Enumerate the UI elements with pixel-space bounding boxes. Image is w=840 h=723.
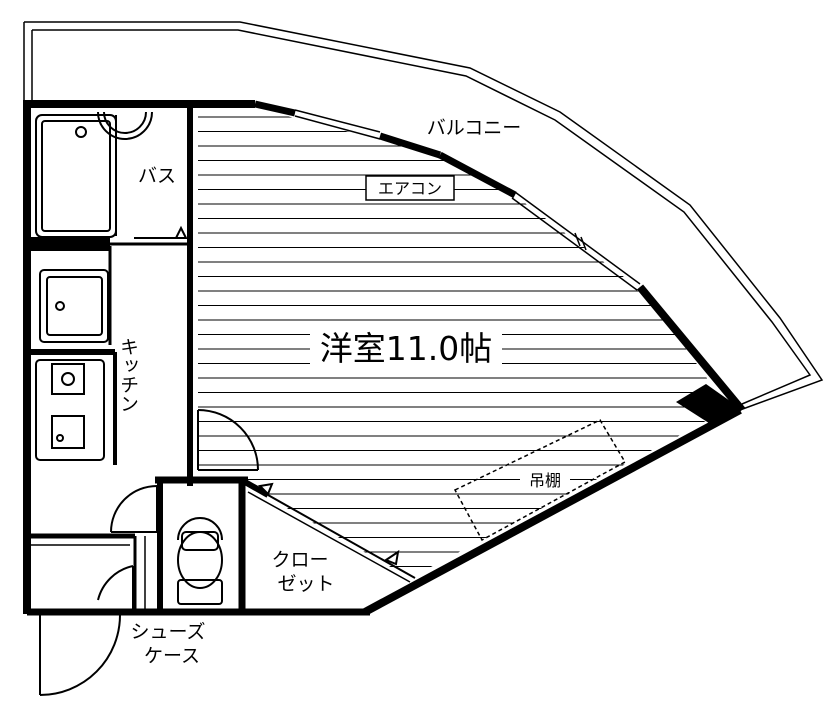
balcony	[23, 21, 824, 411]
windows	[294, 109, 641, 291]
interior-walls	[27, 104, 416, 612]
bathtub	[35, 111, 188, 239]
hanging-shelf-label: 吊棚	[529, 471, 561, 490]
kitchen-counter	[35, 359, 105, 461]
shoes-case-label-line2: ケース	[144, 645, 200, 667]
aircon-box	[365, 175, 455, 201]
pillar	[676, 384, 740, 425]
bath-label: バス	[138, 165, 176, 187]
balcony-outer-rail	[24, 21, 824, 411]
main-room-label: 洋室11.0帖	[320, 329, 492, 368]
balcony-inner-rail	[32, 29, 812, 405]
outer-walls	[23, 100, 746, 616]
aircon-label: エアコン	[378, 179, 442, 198]
closet-label-line1: クロー	[271, 549, 328, 571]
shoes-case-label-line1: シューズ	[130, 621, 205, 643]
main-room-label-bg	[310, 326, 502, 370]
balcony-label: バルコニー	[427, 117, 522, 139]
hanging-shelf-label-bg	[520, 466, 570, 492]
closet-label-line2: ゼット	[277, 573, 334, 595]
doors	[39, 409, 400, 696]
toilet	[177, 517, 223, 605]
kitchen-label: キッチン	[117, 337, 139, 413]
hanging-shelf	[453, 419, 627, 542]
wash-basin	[39, 269, 109, 343]
